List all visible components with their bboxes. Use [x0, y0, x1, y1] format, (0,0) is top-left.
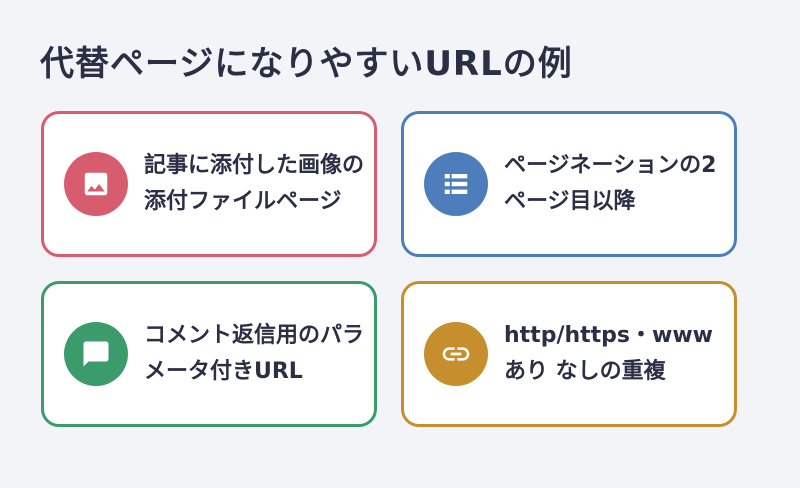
card-label: コメント返信用のパラメータ付きURL	[144, 323, 365, 384]
image-badge	[64, 152, 128, 216]
image-icon	[84, 172, 108, 196]
link-badge	[424, 322, 488, 386]
comment-badge	[64, 322, 128, 386]
card-pagination: ページネーションの2ページ目以降	[401, 111, 737, 257]
card-protocol-duplicate: http/https・www あり なしの重複	[401, 281, 737, 427]
list-badge	[424, 152, 488, 216]
card-label: 記事に添付した画像の添付ファイルページ	[144, 153, 365, 214]
list-icon	[444, 174, 468, 194]
comment-icon	[83, 341, 109, 367]
page-title: 代替ページになりやすいURLの例	[40, 44, 573, 84]
card-attachment-page: 記事に添付した画像の添付ファイルページ	[41, 111, 377, 257]
card-label: http/https・www あり なしの重複	[504, 323, 713, 384]
card-label: ページネーションの2ページ目以降	[504, 153, 717, 214]
card-comment-reply-url: コメント返信用のパラメータ付きURL	[41, 281, 377, 427]
link-icon	[442, 347, 470, 361]
